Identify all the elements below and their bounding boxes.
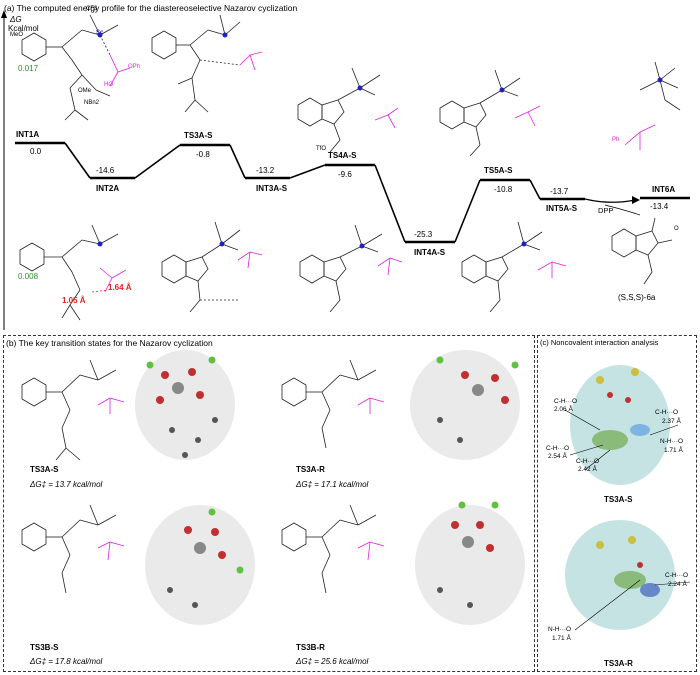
structure-ts5a-s-dpp bbox=[514, 105, 541, 127]
nci-top-lbl-2: C-H···O bbox=[655, 409, 679, 416]
ome-label: OMe bbox=[78, 88, 92, 94]
nci-top-lbl-0: C-H···O bbox=[554, 398, 578, 405]
ts3b-s-name: TS3B-S bbox=[30, 643, 59, 652]
y-axis-arrow bbox=[1, 10, 7, 18]
path-4 bbox=[289, 164, 326, 179]
nci-bot-lbl-3: 1.71 Å bbox=[552, 635, 571, 642]
structure-int1a bbox=[21, 14, 119, 121]
nci-top-lbl-3: 2.37 Å bbox=[662, 418, 681, 425]
path-1 bbox=[64, 142, 91, 179]
nci-top-lbl-9: 2.42 Å bbox=[578, 466, 597, 473]
panel-b-box bbox=[3, 335, 535, 672]
path-5 bbox=[374, 164, 406, 243]
nci-bottom-name: TS3A-R bbox=[604, 659, 633, 668]
nci-bot-lbl-2: N-H···O bbox=[548, 626, 572, 633]
state-name-int4a-s: INT4A-S bbox=[414, 248, 446, 257]
path-3 bbox=[229, 144, 246, 179]
state-name-int3a-s: INT3A-S bbox=[256, 184, 288, 193]
nci-bot-lbl-0: C-H···O bbox=[665, 572, 689, 579]
panel-a-title: (a) The computed energy profile for the … bbox=[4, 3, 298, 13]
state-name-ts5a-s: TS5A-S bbox=[484, 166, 513, 175]
structure-int6a bbox=[639, 61, 681, 111]
ts3b-r-name: TS3B-R bbox=[296, 643, 325, 652]
nci-top-lbl-5: 1.71 Å bbox=[664, 447, 683, 454]
structure-product-6a bbox=[611, 217, 673, 285]
state-name-int1a: INT1A bbox=[16, 130, 40, 139]
nci-top-lbl-4: N-H···O bbox=[660, 438, 684, 445]
hbond-int2a bbox=[91, 289, 109, 293]
path-2 bbox=[134, 144, 181, 179]
o-label: O bbox=[674, 226, 679, 232]
panel-c-box bbox=[537, 335, 697, 672]
state-value-int3a-s: -13.2 bbox=[256, 166, 275, 175]
structure-int3a-s bbox=[161, 221, 241, 313]
distance-2: 1.05 Å bbox=[62, 296, 86, 305]
ho-label: HO bbox=[104, 82, 113, 88]
state-value-int2a: -14.6 bbox=[96, 166, 115, 175]
state-value-int1a: 0.0 bbox=[30, 147, 42, 156]
distance-1: 1.64 Å bbox=[108, 283, 132, 292]
structure-ts5a-s bbox=[439, 69, 521, 157]
product-label: (S,S,S)-6a bbox=[618, 293, 656, 302]
structure-int1a-dpp bbox=[109, 54, 131, 87]
nci-top-lbl-7: 2.54 Å bbox=[548, 453, 567, 460]
ts3a-r-name: TS3A-R bbox=[296, 465, 325, 474]
state-name-int5a-s: INT5A-S bbox=[546, 204, 578, 213]
meo-label: MeO bbox=[10, 32, 24, 38]
energy-profile bbox=[1, 10, 690, 330]
axis-label: ΔG bbox=[10, 15, 22, 24]
state-name-ts4a-s: TS4A-S bbox=[328, 151, 357, 160]
state-name-int2a: INT2A bbox=[96, 184, 120, 193]
nci-top-name: TS3A-S bbox=[604, 495, 633, 504]
dpp-arrow bbox=[604, 204, 641, 216]
state-value-int6a: -13.4 bbox=[650, 202, 669, 211]
structure-ts4a-s bbox=[297, 67, 381, 153]
structure-int4a-s-dpp bbox=[377, 257, 403, 276]
dpp-label: DPP bbox=[598, 206, 614, 215]
state-name-int6a: INT6A bbox=[652, 185, 676, 194]
ts3a-s-name: TS3A-S bbox=[30, 465, 59, 474]
state-value-int4a-s: -25.3 bbox=[414, 230, 433, 239]
nbn2-label: NBn2 bbox=[84, 100, 100, 106]
path-6 bbox=[454, 179, 481, 243]
cf3-label: CF3 bbox=[86, 6, 98, 12]
path-7 bbox=[529, 179, 541, 200]
charge-top: 0.017 bbox=[18, 64, 39, 73]
scandium-markers bbox=[97, 32, 663, 249]
state-value-ts3a-s: -0.8 bbox=[196, 150, 210, 159]
structure-int4a-s bbox=[299, 224, 383, 313]
nci-top-lbl-6: C-H···O bbox=[546, 445, 570, 452]
state-value-ts5a-s: -10.8 bbox=[494, 185, 513, 194]
ph-label: Ph bbox=[612, 137, 620, 143]
structure-int5a-s bbox=[461, 221, 543, 313]
structure-int3a-s-dpp bbox=[237, 251, 263, 269]
structure-int6a-dpp bbox=[624, 124, 656, 150]
path-arrow bbox=[632, 196, 640, 204]
path-8 bbox=[584, 198, 636, 203]
nci-bot-lbl-1: 2.24 Å bbox=[668, 581, 687, 588]
nci-top-lbl-1: 2.06 Å bbox=[554, 406, 573, 413]
structure-int2a-dpp bbox=[99, 267, 127, 293]
ts3b-r-energy: ΔG‡ = 25.6 kcal/mol bbox=[296, 657, 369, 666]
oph-label: OPh bbox=[128, 64, 141, 70]
state-value-ts4a-s: -9.6 bbox=[338, 170, 352, 179]
state-name-ts3a-s: TS3A-S bbox=[184, 131, 213, 140]
ts3b-s-energy: ΔG‡ = 17.8 kcal/mol bbox=[30, 657, 103, 666]
tfo-label: TfO bbox=[316, 146, 326, 152]
structure-ts4a-s-dpp bbox=[374, 107, 399, 129]
panel-c-title: (c) Noncovalent interaction analysis bbox=[540, 338, 659, 347]
ts3a-r-energy: ΔG‡ = 17.1 kcal/mol bbox=[296, 480, 369, 489]
nci-top-lbl-8: C-H···O bbox=[576, 458, 600, 465]
structure-int2a bbox=[19, 224, 119, 321]
panel-b-title: (b) The key transition states for the Na… bbox=[6, 338, 213, 348]
structure-ts3a-s-dpp bbox=[239, 51, 263, 71]
state-value-int5a-s: -13.7 bbox=[550, 187, 569, 196]
structure-ts3a-s bbox=[151, 14, 241, 113]
ts3a-s-energy: ΔG‡ = 13.7 kcal/mol bbox=[30, 480, 103, 489]
charge-bottom: 0.008 bbox=[18, 272, 39, 281]
structure-int5a-s-dpp bbox=[537, 261, 567, 278]
axis-unit: Kcal/mol bbox=[8, 24, 39, 33]
sc-label: Sc bbox=[96, 30, 104, 36]
